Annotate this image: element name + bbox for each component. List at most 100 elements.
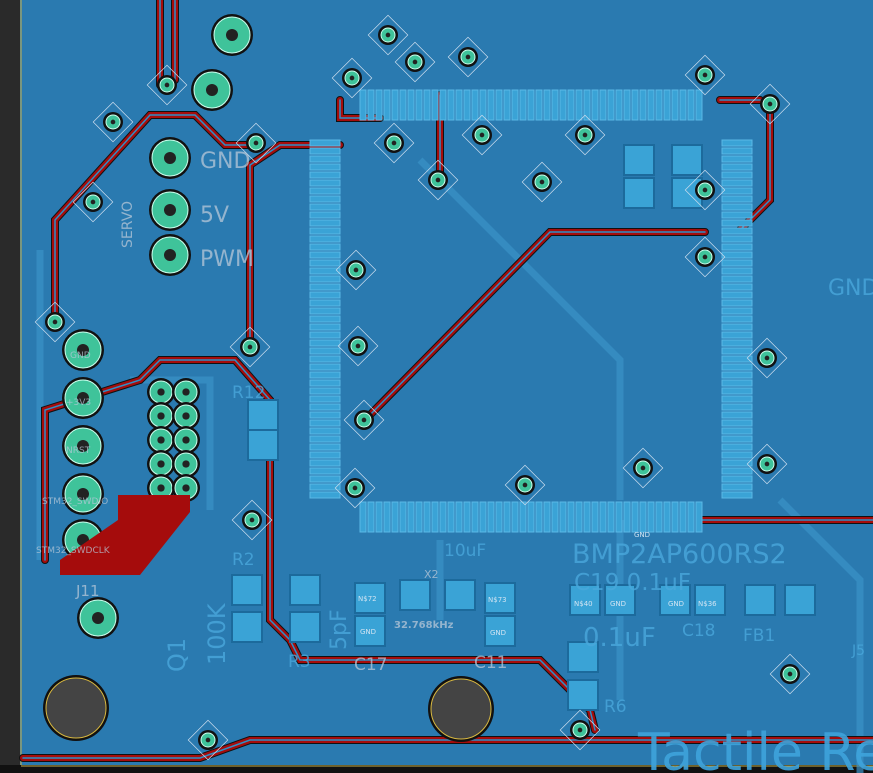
ic-pin	[639, 89, 647, 121]
pad-label: GND	[490, 629, 506, 637]
via-marker	[504, 464, 546, 506]
via-marker	[684, 54, 726, 96]
ic-pin	[309, 267, 341, 275]
ic-pin	[309, 403, 341, 411]
ic-pin	[309, 203, 341, 211]
via-marker	[622, 447, 664, 489]
smd-pad	[247, 399, 279, 431]
smd-pad	[604, 584, 636, 616]
ic-pin	[399, 89, 407, 121]
ic-pin	[721, 275, 753, 283]
drill-hole	[582, 132, 588, 138]
ic-pin	[309, 219, 341, 227]
fb1-label: FB1	[743, 626, 775, 646]
ic-pin	[535, 501, 543, 533]
c-value: 5pF	[327, 609, 352, 650]
trace-center	[22, 739, 873, 759]
ic-pin	[575, 501, 583, 533]
ic-pin	[309, 315, 341, 323]
drill-hole	[349, 75, 355, 81]
ic-pin	[695, 501, 703, 533]
ic-pin	[599, 501, 607, 533]
ic-pin	[655, 89, 663, 121]
ic-pin	[309, 363, 341, 371]
ic-pin	[679, 501, 687, 533]
drill-hole	[249, 517, 255, 523]
via-marker	[343, 399, 385, 441]
ic-pin	[463, 89, 471, 121]
right-gnd-label: GND	[828, 276, 873, 301]
via-marker	[92, 101, 134, 143]
ic-pin	[479, 89, 487, 121]
ic-pin	[309, 411, 341, 419]
ic-pin	[309, 467, 341, 475]
smd-pad	[231, 611, 263, 643]
q1-label: Q1	[163, 638, 191, 672]
r2-value: 100K	[203, 602, 231, 665]
ic-pin	[721, 163, 753, 171]
ic-pin	[663, 501, 671, 533]
ic-pin	[721, 467, 753, 475]
ic-pin	[391, 501, 399, 533]
ic-pin	[721, 443, 753, 451]
smd-pad	[623, 177, 655, 209]
smd-pad	[247, 429, 279, 461]
drill-hole	[352, 485, 358, 491]
smd-pad	[567, 679, 599, 711]
drill-hole	[182, 412, 190, 420]
drill-hole	[353, 267, 359, 273]
ic-pin	[575, 89, 583, 121]
ic-pin	[671, 89, 679, 121]
ic-pin	[721, 139, 753, 147]
x2-label: X2	[424, 568, 439, 581]
ic-pin	[309, 379, 341, 387]
ic-pin	[721, 339, 753, 347]
ic-pin	[721, 435, 753, 443]
drill-hole	[52, 319, 58, 325]
pad-label: N$73	[488, 596, 507, 604]
ic-pin	[721, 219, 753, 227]
ic-pin	[309, 139, 341, 147]
ic-pin	[721, 403, 753, 411]
ic-pin	[309, 251, 341, 259]
smd-pad	[671, 144, 703, 176]
drill-hole	[182, 436, 190, 444]
drill-hole	[385, 32, 391, 38]
via-marker	[72, 181, 114, 223]
ic-pin	[663, 89, 671, 121]
ic-pin	[551, 89, 559, 121]
pad-label: N$40	[574, 600, 593, 608]
c11-label: C11	[474, 653, 508, 673]
ic-pin	[309, 347, 341, 355]
pad-label: N$36	[698, 600, 717, 608]
ic-pin	[721, 251, 753, 259]
ic-pin	[309, 435, 341, 443]
via-marker	[231, 499, 273, 541]
smd-pad	[289, 611, 321, 643]
ic-pin	[721, 291, 753, 299]
via-marker	[367, 14, 409, 56]
ic-pin	[309, 491, 341, 499]
ic-pin	[479, 501, 487, 533]
drill-hole	[157, 412, 165, 420]
sensor-label: BMP2AP600RS2	[572, 539, 787, 570]
swd-pin-nrst: NRST	[66, 446, 91, 456]
ic-pin	[309, 243, 341, 251]
ic-pin	[721, 235, 753, 243]
ic-pin	[687, 501, 695, 533]
drill-hole	[522, 482, 528, 488]
drill-hole	[92, 612, 104, 624]
pad-label-group: N$72 GND N$73 GND N$40 GND GND N$36 GND	[358, 531, 717, 637]
via-marker	[331, 57, 373, 99]
ic-pin	[309, 227, 341, 235]
ic-pin	[423, 501, 431, 533]
drill-hole	[77, 392, 89, 404]
ic-pin	[583, 89, 591, 121]
ic-pin	[551, 501, 559, 533]
ic-pin	[721, 179, 753, 187]
drill-hole	[205, 737, 211, 743]
via-marker	[461, 114, 503, 156]
ic-pin	[309, 147, 341, 155]
j11-label: J11	[75, 582, 100, 600]
